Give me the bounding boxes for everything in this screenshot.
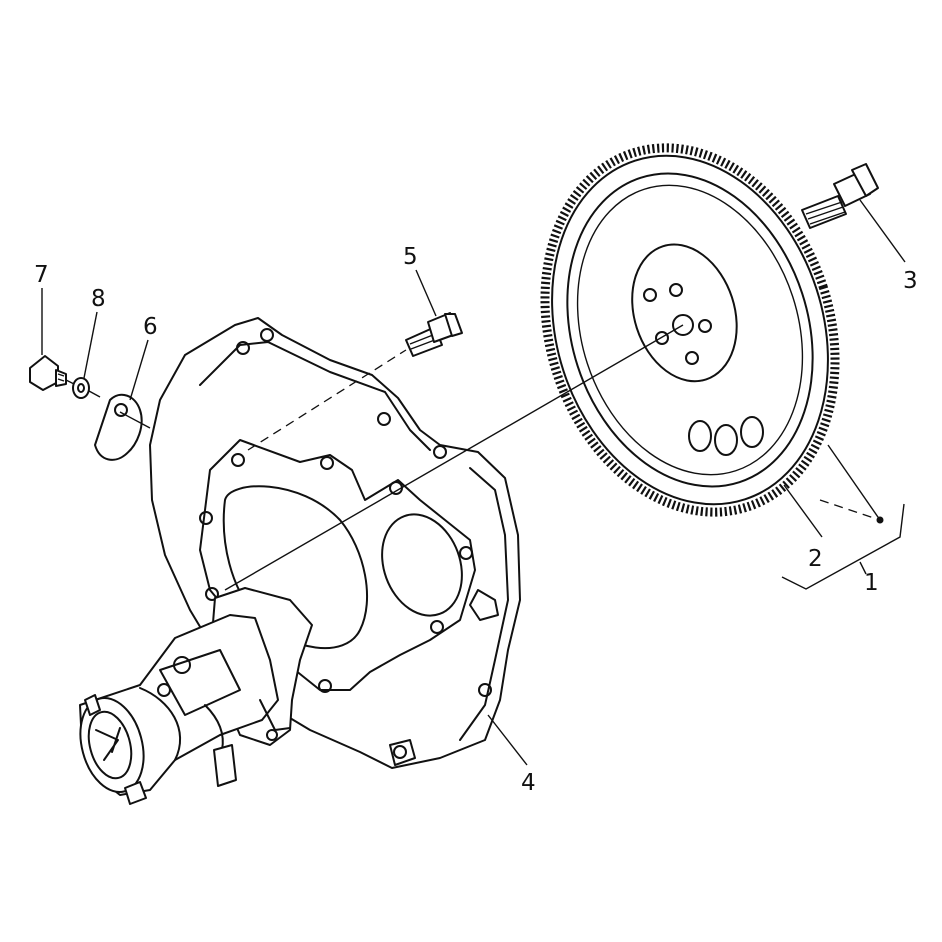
callout-1: 1 [864,570,879,596]
callout-7: 7 [34,262,49,288]
callout-4: 4 [521,770,536,796]
assembly-lines [65,324,881,591]
flywheel-bolt [801,163,879,229]
callout-6: 6 [143,314,158,340]
callout-3: 3 [903,268,918,294]
nut [29,355,67,391]
bracket-plate [94,393,143,461]
leader-lines [41,199,906,766]
callout-8: 8 [91,286,106,312]
callouts: 1 2 3 4 5 6 7 8 [34,244,918,796]
flywheel-ring-gear [540,143,840,517]
callout-5: 5 [403,244,418,270]
washer [72,377,90,399]
starter-motor [79,587,313,805]
callout-2: 2 [808,546,823,572]
housing-bolt [405,312,463,357]
